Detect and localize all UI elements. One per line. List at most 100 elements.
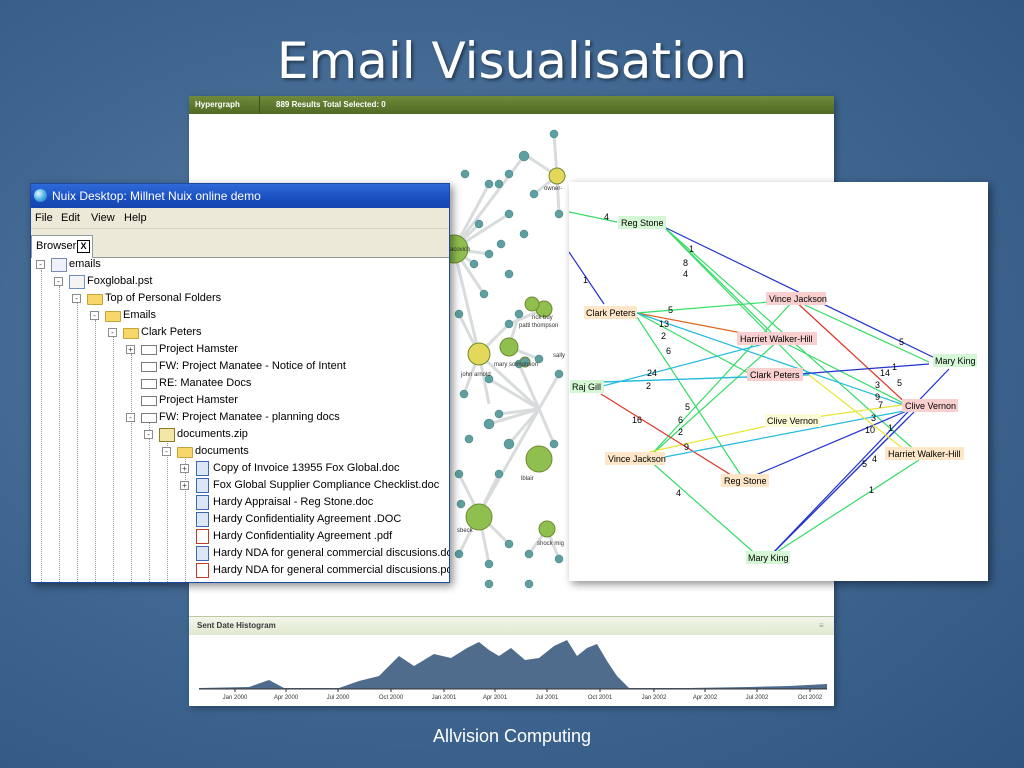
graph-node-reg-stone-bottom[interactable]: Reg Stone (724, 476, 767, 486)
hypergraph-tab[interactable]: Hypergraph (195, 100, 240, 109)
histogram-tick-11: Oct 2002 (798, 695, 823, 701)
tab-browser[interactable]: Browser X (31, 235, 93, 258)
histogram-tick-2: Jul 2000 (327, 695, 350, 701)
edge-label: 5 (685, 402, 690, 412)
graph-node-mary-king-bottom[interactable]: Mary King (748, 553, 789, 563)
tree-item-label: Fox Global Supplier Compliance Checklist… (213, 479, 440, 491)
edge-label: 8 (683, 258, 688, 268)
expand-icon[interactable]: + (126, 345, 135, 354)
sent-date-histogram[interactable]: Jan 2000 Apr 2000 Jul 2000 Oct 2000 Jan … (189, 636, 834, 706)
word-doc-icon (196, 461, 209, 476)
graph-node-clark-peters-center[interactable]: Clark Peters (750, 370, 800, 380)
edge-label: 6 (678, 415, 683, 425)
tree-item-label: Hardy NDA for general commercial discusi… (213, 564, 450, 576)
tree-item-compliance-checklist[interactable]: + Fox Global Supplier Compliance Checkli… (31, 477, 449, 494)
tab-strip: Browser X (31, 229, 449, 258)
tree-item-label: Hardy Appraisal - Reg Stone.doc (213, 496, 374, 508)
histogram-tick-3: Oct 2000 (379, 695, 404, 701)
collapse-icon[interactable]: - (90, 311, 99, 320)
tree-item-project-hamster-2[interactable]: Project Hamster (31, 392, 449, 409)
node-label-shock-mig: shock mig (537, 541, 564, 547)
tree-item-clark-peters[interactable]: - Clark Peters (31, 324, 449, 341)
email-graph-panel: Reg Stone Clark Peters Vince Jackson Har… (569, 182, 988, 581)
email-network-graph[interactable]: Reg Stone Clark Peters Vince Jackson Har… (569, 182, 988, 581)
tree-item-fw-notice-of-intent[interactable]: FW: Project Manatee - Notice of Intent (31, 358, 449, 375)
tree-item-label: Hardy Confidentiality Agreement .pdf (213, 530, 393, 542)
tree-item-label: FW: Project Manatee - planning docs (159, 411, 340, 423)
tree-item-re-manatee-docs[interactable]: RE: Manatee Docs (31, 375, 449, 392)
histogram-menu-icon[interactable]: ≡ (819, 621, 824, 630)
collapse-icon[interactable]: - (144, 430, 153, 439)
tree-item-top-of-personal-folders[interactable]: - Top of Personal Folders (31, 290, 449, 307)
nuix-desktop-window: Nuix Desktop: Millnet Nuix online demo F… (30, 183, 450, 583)
node-label-patti-thompson: patti thompson (519, 323, 558, 329)
nuix-app-icon (34, 189, 47, 202)
edge-label: 1 (888, 423, 893, 433)
collapse-icon[interactable]: - (36, 260, 45, 269)
edge-label: 6 (666, 346, 671, 356)
tree-item-foxglobal-pst[interactable]: - Foxglobal.pst (31, 273, 449, 290)
histogram-tick-8: Jan 2002 (642, 695, 667, 701)
graph-node-mary-king-right[interactable]: Mary King (935, 356, 976, 366)
tree-item-emails-folder[interactable]: - Emails (31, 307, 449, 324)
tree-item-confidentiality-doc[interactable]: Hardy Confidentiality Agreement .DOC (31, 511, 449, 528)
graph-node-clive-vernon-right[interactable]: Clive Vernon (905, 401, 956, 411)
node-label-lblair: lblair (521, 476, 534, 482)
edge-label: 2 (661, 331, 666, 341)
email-tree[interactable]: - emails - Foxglobal.pst - Top of Person… (31, 256, 449, 582)
hypergraph-canvas[interactable]: owner- sacovich rick buy patti thompson … (189, 114, 834, 614)
edge-label: 4 (872, 454, 877, 464)
zip-file-icon (159, 428, 175, 442)
tree-item-confidentiality-pdf[interactable]: Hardy Confidentiality Agreement .pdf (31, 528, 449, 545)
edge-label: 1 (583, 275, 588, 285)
word-doc-icon (196, 478, 209, 493)
expand-icon[interactable]: + (180, 481, 189, 490)
edge-label: 1 (892, 362, 897, 372)
tree-item-documents[interactable]: - documents (31, 443, 449, 460)
collapse-icon[interactable]: - (108, 328, 117, 337)
histogram-tick-9: Apr 2002 (693, 695, 718, 701)
tree-item-documents-zip[interactable]: - documents.zip (31, 426, 449, 443)
menu-help[interactable]: Help (124, 212, 147, 224)
word-doc-icon (196, 495, 209, 510)
menu-edit[interactable]: Edit (61, 212, 80, 224)
graph-node-vince-jackson-left[interactable]: Vince Jackson (608, 454, 666, 464)
graph-node-clive-vernon-center[interactable]: Clive Vernon (767, 416, 818, 426)
collapse-icon[interactable]: - (162, 447, 171, 456)
word-doc-icon (196, 546, 209, 561)
tree-item-label: RE: Manatee Docs (159, 377, 252, 389)
edge-label: 10 (865, 425, 875, 435)
tree-item-nda-doc[interactable]: Hardy NDA for general commercial discusi… (31, 545, 449, 562)
word-doc-icon (196, 512, 209, 527)
graph-node-raj-gill[interactable]: Raj Gill (572, 382, 601, 392)
tree-item-fw-planning-docs[interactable]: - FW: Project Manatee - planning docs (31, 409, 449, 426)
tree-item-label: Hardy NDA for general commercial discusi… (213, 547, 450, 559)
graph-node-vince-jackson-top[interactable]: Vince Jackson (769, 294, 827, 304)
edge-label: 5 (897, 378, 902, 388)
edge-label: 2 (646, 381, 651, 391)
graph-node-clark-peters-left[interactable]: Clark Peters (586, 308, 636, 318)
tree-item-invoice-doc[interactable]: + Copy of Invoice 13955 Fox Global.doc (31, 460, 449, 477)
tree-item-emails[interactable]: - emails (31, 256, 449, 273)
collapse-icon[interactable]: - (72, 294, 81, 303)
graph-node-harriet-center[interactable]: Harriet Walker-Hill (740, 334, 813, 344)
menu-file[interactable]: File (35, 212, 53, 224)
tree-item-hardy-appraisal[interactable]: Hardy Appraisal - Reg Stone.doc (31, 494, 449, 511)
menu-view[interactable]: View (91, 212, 115, 224)
tree-item-label: emails (69, 258, 101, 270)
tree-item-label: documents (195, 445, 249, 457)
histogram-tick-7: Oct 2001 (588, 695, 613, 701)
tree-item-label: Clark Peters (141, 326, 202, 338)
edge-label: 14 (880, 368, 890, 378)
collapse-icon[interactable]: - (126, 413, 135, 422)
histogram-tick-10: Jul 2002 (746, 695, 769, 701)
tree-item-nda-pdf[interactable]: Hardy NDA for general commercial discusi… (31, 562, 449, 579)
collapse-icon[interactable]: - (54, 277, 63, 286)
graph-node-harriet-right[interactable]: Harriet Walker-Hill (888, 449, 961, 459)
expand-icon[interactable]: + (180, 464, 189, 473)
close-icon[interactable]: X (77, 240, 90, 253)
window-titlebar[interactable]: Nuix Desktop: Millnet Nuix online demo (31, 184, 449, 208)
window-title: Nuix Desktop: Millnet Nuix online demo (52, 189, 261, 203)
tree-item-project-hamster[interactable]: + Project Hamster (31, 341, 449, 358)
graph-node-reg-stone-top[interactable]: Reg Stone (621, 218, 664, 228)
